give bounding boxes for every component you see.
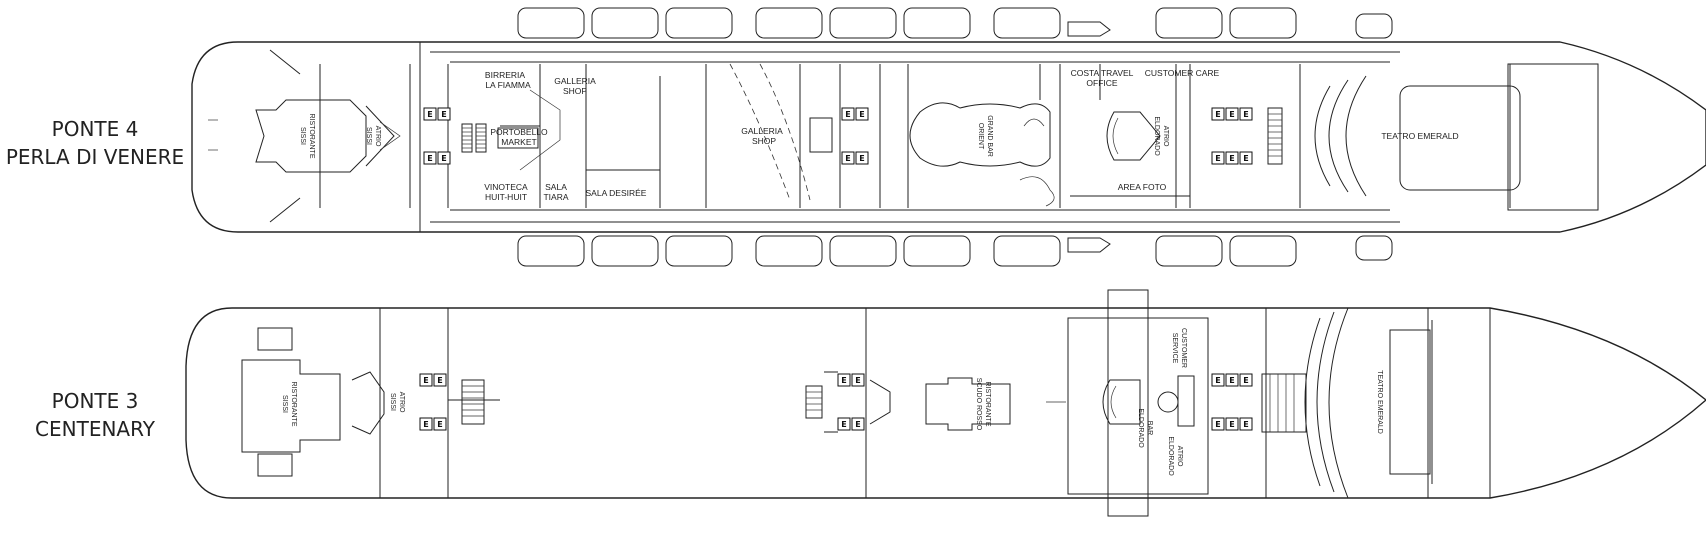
deck4-room-labels: RISTORANTESISSI ATRIOSISSI BIRRERIA LA F… [299, 68, 1459, 202]
room-label: BARELDORADO [1137, 408, 1153, 448]
svg-text:E: E [845, 154, 850, 163]
svg-text:E: E [1229, 420, 1234, 429]
room-label: ATRIOELDORADO [1167, 436, 1183, 476]
room-label: GRAND BARORIENT [977, 115, 993, 157]
lifeboat [993, 7, 1061, 39]
svg-text:E: E [1243, 154, 1248, 163]
elevator-group: E E E E [837, 373, 865, 431]
room-label: SHOP [752, 136, 776, 146]
elevator-group: E E E E [841, 107, 869, 165]
lifeboat [517, 7, 585, 39]
room-label: ATRIOSISSI [365, 126, 381, 147]
elevator-group: E E E E [423, 107, 451, 165]
room-label: SALA DESIRÉE [586, 188, 647, 198]
svg-text:E: E [1243, 376, 1248, 385]
deck4-plan: E E E E E E E E [191, 7, 1706, 267]
lifeboat [829, 235, 897, 267]
elevator-group: E E E E E E [1211, 107, 1253, 165]
deck3-room-labels: RISTORANTESISSI ATRIOSISSI RISTORANTESCU… [281, 328, 1383, 476]
lifeboat [591, 235, 659, 267]
room-label: TEATRO EMERALD [1376, 370, 1383, 434]
room-label: TEATRO EMERALD [1381, 131, 1458, 141]
room-label: HUIT-HUIT [485, 192, 527, 202]
elevator-group: E E E E E E [1211, 373, 1253, 431]
lifeboat [1229, 7, 1297, 39]
room-label: VINOTECA [484, 182, 528, 192]
room-label: RISTORANTESCUDO ROSSO [975, 378, 991, 431]
svg-text:E: E [855, 376, 860, 385]
lifeboat [903, 7, 971, 39]
svg-text:E: E [1243, 420, 1248, 429]
lifeboat [1355, 235, 1393, 261]
lifeboat [665, 7, 733, 39]
svg-text:E: E [855, 420, 860, 429]
room-label: OFFICE [1086, 78, 1117, 88]
room-label: GALLERIA [554, 76, 596, 86]
svg-text:E: E [1215, 420, 1220, 429]
room-label: MARKET [501, 137, 536, 147]
svg-text:E: E [1229, 110, 1234, 119]
stairs [461, 123, 487, 153]
lifeboat [591, 7, 659, 39]
lifeboat [829, 7, 897, 39]
room-label: CUSTOMER CARE [1145, 68, 1220, 78]
svg-text:E: E [1229, 154, 1234, 163]
room-label: COSTA TRAVEL [1071, 68, 1134, 78]
lifeboat [993, 235, 1061, 267]
svg-text:E: E [845, 110, 850, 119]
svg-text:E: E [1215, 376, 1220, 385]
deck3-plan: E E E E E E E E E E E [185, 289, 1706, 517]
room-label: LA FIAMMA [485, 80, 531, 90]
svg-text:E: E [1215, 110, 1220, 119]
elevator-group: E E E E [419, 373, 447, 431]
lifeboat [1155, 235, 1223, 267]
room-label: SALA [545, 182, 567, 192]
svg-text:E: E [437, 420, 442, 429]
room-label: GALLERIA [741, 126, 783, 136]
svg-text:E: E [441, 154, 446, 163]
room-label: RISTORANTESISSI [281, 382, 297, 427]
svg-text:E: E [427, 110, 432, 119]
svg-text:E: E [437, 376, 442, 385]
room-label: ATRIOELDORADO [1153, 116, 1169, 156]
svg-text:E: E [423, 420, 428, 429]
svg-text:E: E [423, 376, 428, 385]
svg-text:E: E [1243, 110, 1248, 119]
room-label: ATRIOSISSI [389, 392, 405, 413]
lifeboat [1155, 7, 1223, 39]
room-label: AREA FOTO [1118, 182, 1167, 192]
lifeboat [1355, 13, 1393, 39]
lifeboat [1229, 235, 1297, 267]
room-label: SHOP [563, 86, 587, 96]
svg-text:E: E [1229, 376, 1234, 385]
deck4-hull [191, 41, 1706, 233]
svg-text:E: E [441, 110, 446, 119]
room-label: TIARA [543, 192, 568, 202]
deck3-label: PONTE 3 [52, 389, 139, 413]
lifeboat [755, 235, 823, 267]
room-label: PORTOBELLO [490, 127, 548, 137]
deck3-name: CENTENARY [35, 417, 156, 441]
lifeboat [517, 235, 585, 267]
svg-text:E: E [841, 420, 846, 429]
deck4-name: PERLA DI VENERE [6, 145, 184, 169]
room-label: RISTORANTESISSI [299, 114, 315, 159]
room-label: BIRRERIA [485, 70, 525, 80]
svg-text:E: E [1215, 154, 1220, 163]
deck4-label: PONTE 4 [52, 117, 139, 141]
lifeboat [755, 7, 823, 39]
svg-text:E: E [427, 154, 432, 163]
deck3-hull [185, 307, 1706, 499]
svg-text:E: E [859, 110, 864, 119]
svg-text:E: E [859, 154, 864, 163]
lifeboat [903, 235, 971, 267]
lifeboat [665, 235, 733, 267]
svg-text:E: E [841, 376, 846, 385]
room-label: CUSTOMERSERVICE [1171, 328, 1187, 368]
